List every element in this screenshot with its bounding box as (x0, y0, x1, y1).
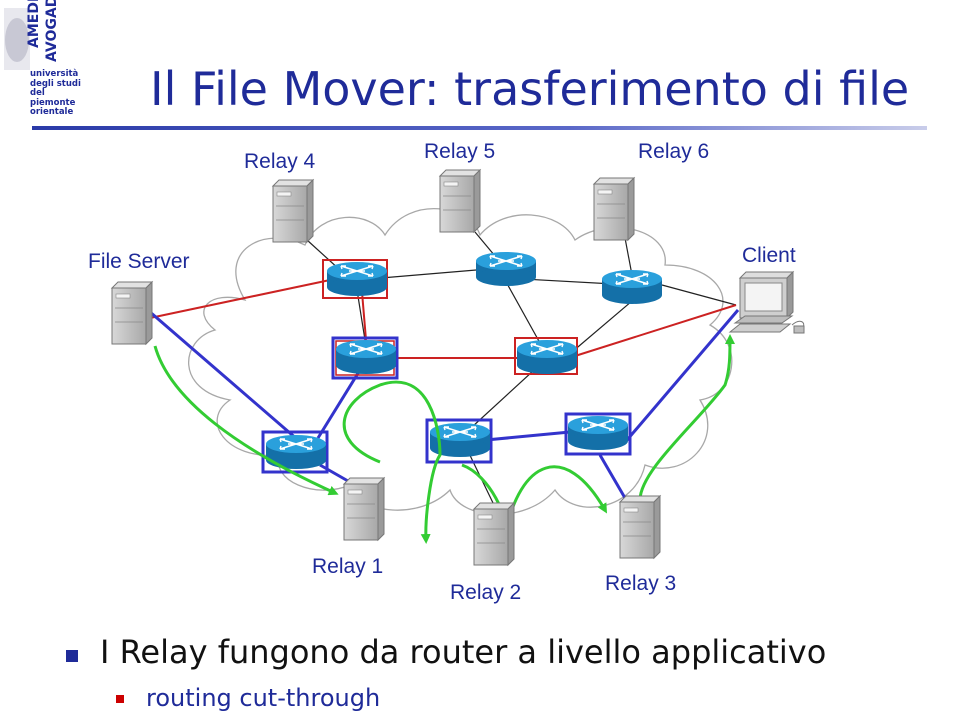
relay4-server-icon (272, 179, 314, 243)
network-cloud (188, 208, 733, 516)
blue-router-box (261, 430, 329, 474)
client-label: Client (742, 244, 796, 267)
svg-text:AMEDEO: AMEDEO (26, 0, 42, 48)
logo-text: università degli studi del piemonte orie… (30, 69, 90, 118)
title-divider (32, 126, 927, 130)
logo-line: università (30, 69, 79, 79)
slide-title: Il File Mover: trasferimento di file (150, 62, 910, 116)
relay3-server-icon (619, 495, 661, 559)
relay1-label: Relay 1 (312, 555, 384, 578)
logo-emblem-icon: AMEDEO AVOGADRO (4, 0, 60, 70)
relay2-server-icon (473, 502, 515, 566)
relay5-server-icon (439, 169, 481, 233)
relay1-server-icon (343, 477, 385, 541)
svg-text:AVOGADRO: AVOGADRO (44, 0, 60, 62)
university-logo: AMEDEO AVOGADRO università degli studi d… (0, 0, 95, 120)
sub-bullet-text: routing cut-through (146, 684, 381, 712)
main-bullet-text: I Relay fungono da router a livello appl… (100, 633, 827, 671)
router-icon (326, 261, 388, 297)
red-path (149, 279, 737, 359)
relay6-label: Relay 6 (638, 140, 710, 163)
router-icon (475, 251, 537, 287)
router-icon (335, 339, 397, 375)
client-computer-icon (728, 270, 805, 334)
relay2-label: Relay 2 (450, 581, 522, 604)
router-icon (567, 415, 629, 451)
blue-router-box (564, 412, 632, 456)
logo-line: orientale (30, 107, 74, 117)
logo-line: degli studi (30, 78, 81, 89)
file-server-icon (111, 281, 153, 345)
sub-bullet-square-icon (116, 695, 124, 703)
file-server-label: File Server (88, 250, 190, 273)
mixed-router-box (331, 336, 399, 380)
router-icon (516, 339, 578, 375)
blue-router-box (425, 418, 493, 464)
logo-line: del piemonte (30, 88, 76, 108)
bullet-square-icon (66, 650, 78, 662)
relay3-label: Relay 3 (605, 572, 677, 595)
relay6-server-icon (593, 177, 635, 241)
router-icon (601, 269, 663, 305)
relay4-label: Relay 4 (244, 150, 316, 173)
relay5-label: Relay 5 (424, 140, 496, 163)
